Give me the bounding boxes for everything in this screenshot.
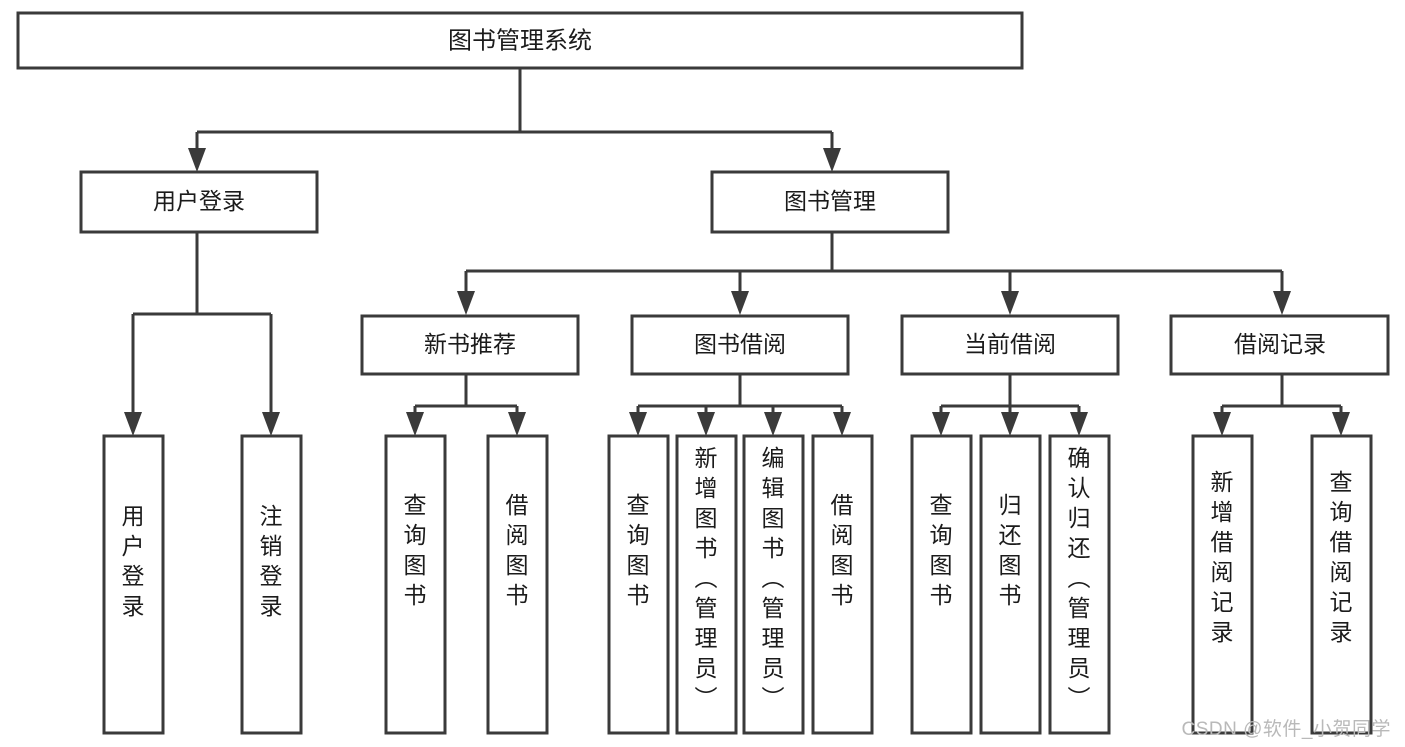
connector-root-to-level2 [188,68,841,172]
leaf-new-book-borrow-label: 借阅图书 [506,492,529,608]
arrow-head-icon [1070,412,1088,436]
node-new-book-recommend-label: 新书推荐 [424,331,516,357]
arrow-head-icon [697,412,715,436]
arrow-head-icon [823,148,841,172]
node-new-book-recommend[interactable]: 新书推荐 [360,314,580,376]
connector-bookmgmt-to-level3 [457,232,1291,315]
arrow-head-icon [508,412,526,436]
leaf-current-borrow-confirm[interactable]: 确认归还︵管理员︶ [1048,434,1111,735]
arrow-head-icon [188,148,206,172]
leaf-current-borrow-query[interactable]: 查询图书 [910,434,973,735]
arrow-head-icon [262,412,280,436]
leaf-current-borrow-confirm-label: 确认归还︵管理员︶ [1068,445,1091,711]
leaf-borrow-record-add-label: 新增借阅记录 [1211,469,1234,645]
leaf-book-borrow-edit-label: 编辑图书︵管理员︶ [762,445,785,711]
leaf-borrow-record-add[interactable]: 新增借阅记录 [1191,434,1254,735]
leaf-book-borrow-borrow[interactable]: 借阅图书 [811,434,874,735]
arrow-head-icon [1332,412,1350,436]
node-root[interactable]: 图书管理系统 [16,11,1024,70]
node-book-borrow[interactable]: 图书借阅 [630,314,850,376]
leaf-new-book-borrow[interactable]: 借阅图书 [486,434,549,735]
node-user-login[interactable]: 用户登录 [79,170,319,234]
arrow-head-icon [1273,291,1291,315]
leaf-current-borrow-query-label: 查询图书 [930,492,953,608]
node-current-borrow-label: 当前借阅 [964,331,1056,357]
arrow-head-icon [1213,412,1231,436]
leaf-borrow-record-query-label: 查询借阅记录 [1330,469,1353,645]
leaf-book-borrow-query[interactable]: 查询图书 [607,434,670,735]
arrow-head-icon [1001,412,1019,436]
leaf-book-borrow-add[interactable]: 新增图书︵管理员︶ [675,434,738,735]
leaf-book-borrow-borrow-label: 借阅图书 [831,492,854,608]
leaf-current-borrow-return[interactable]: 归还图书 [979,434,1042,735]
arrow-head-icon [833,412,851,436]
leaf-user-login-logout-label: 注销登录 [260,503,283,619]
leaf-user-login-login-label: 用户登录 [122,503,145,619]
node-borrow-record[interactable]: 借阅记录 [1169,314,1390,376]
connector-userlogin-to-leaves [124,232,280,436]
arrow-head-icon [764,412,782,436]
arrow-head-icon [124,412,142,436]
node-book-borrow-label: 图书借阅 [694,331,786,357]
arrow-head-icon [629,412,647,436]
arrow-head-icon [406,412,424,436]
connector-newbook-to-leaves [406,374,526,436]
leaf-user-login-logout[interactable]: 注销登录 [240,434,303,735]
leaf-book-borrow-edit[interactable]: 编辑图书︵管理员︶ [742,434,805,735]
connector-currentborrow-to-leaves [932,374,1088,436]
node-book-management-label: 图书管理 [784,188,876,214]
leaf-user-login-login[interactable]: 用户登录 [102,434,165,735]
connector-borrowrecord-to-leaves [1213,374,1350,436]
node-user-login-label: 用户登录 [153,188,245,214]
leaf-borrow-record-query[interactable]: 查询借阅记录 [1310,434,1373,735]
connector-bookborrow-to-leaves [629,374,851,436]
arrow-head-icon [731,291,749,315]
csdn-watermark: CSDN @软件_小贺同学 [1181,719,1391,740]
leaf-new-book-query[interactable]: 查询图书 [384,434,447,735]
arrow-head-icon [932,412,950,436]
leaf-book-borrow-add-label: 新增图书︵管理员︶ [695,445,718,711]
leaf-new-book-query-label: 查询图书 [404,492,427,608]
node-current-borrow[interactable]: 当前借阅 [900,314,1120,376]
arrow-head-icon [1001,291,1019,315]
node-borrow-record-label: 借阅记录 [1234,331,1326,357]
node-book-management[interactable]: 图书管理 [710,170,950,234]
leaf-book-borrow-query-label: 查询图书 [627,492,650,608]
arrow-head-icon [457,291,475,315]
leaf-current-borrow-return-label: 归还图书 [999,492,1022,608]
node-root-label: 图书管理系统 [448,27,592,54]
